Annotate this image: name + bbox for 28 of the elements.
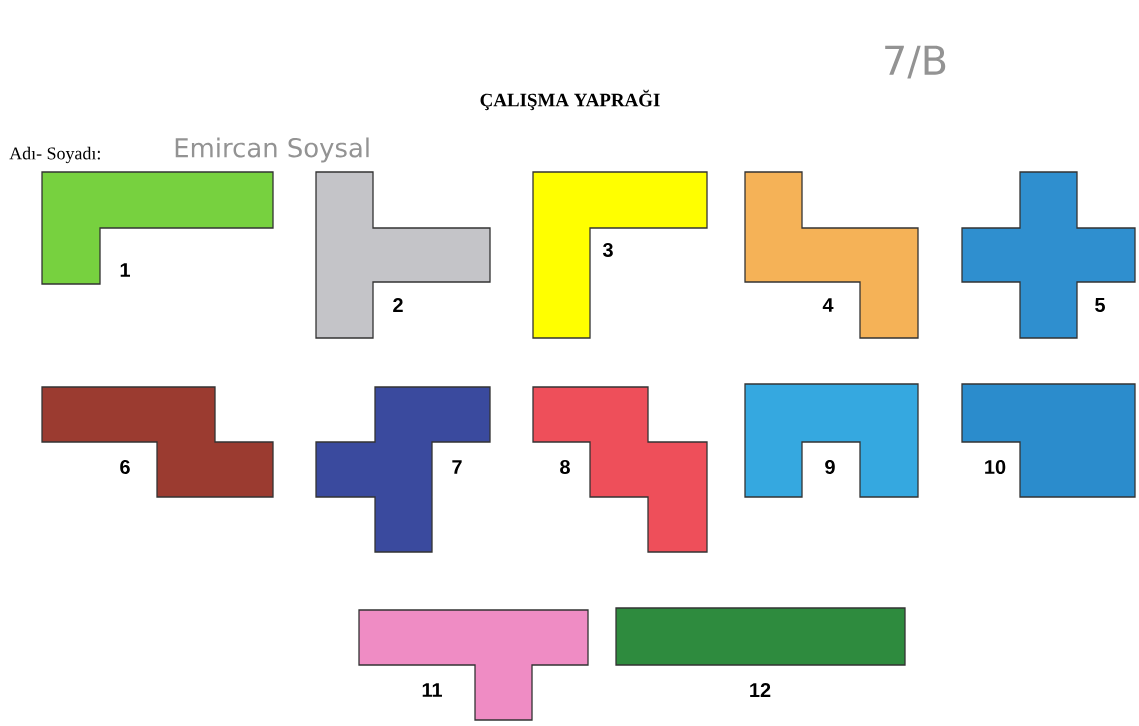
pentomino-shape — [615, 607, 906, 666]
shape-number: 11 — [422, 683, 442, 697]
pentomino-shape — [744, 171, 919, 339]
handwritten-class: 7/B — [885, 45, 946, 79]
title: ÇALIŞMA YAPRAĞI — [480, 89, 660, 111]
pentomino-shape — [41, 386, 274, 498]
shape-number: 2 — [393, 298, 403, 312]
shape-number: 1 — [120, 263, 130, 277]
shape-number: 6 — [120, 459, 130, 475]
pentomino-shape — [961, 383, 1136, 498]
shape-number: 9 — [825, 459, 835, 475]
shape-number: 8 — [560, 459, 570, 475]
field-label: Adı- Soyadı: — [9, 146, 100, 164]
shape-number: 4 — [822, 298, 834, 312]
shape-number: 5 — [1095, 298, 1105, 312]
shape-number: 3 — [602, 242, 613, 258]
pentomino-shape — [41, 171, 274, 285]
pentomino-shape — [532, 386, 708, 553]
pentomino-shape — [961, 171, 1136, 339]
shape-number: 10 — [985, 459, 1006, 475]
pentomino-shape — [532, 171, 708, 339]
pentomino-shape — [358, 609, 589, 721]
shape-number: 7 — [452, 460, 462, 474]
shape-number: 12 — [750, 683, 771, 697]
pentomino-shape — [315, 171, 491, 339]
handwritten-name: Emircan Soysal — [175, 137, 369, 163]
pentomino-shape — [315, 386, 491, 553]
pentomino-shape — [744, 383, 919, 498]
